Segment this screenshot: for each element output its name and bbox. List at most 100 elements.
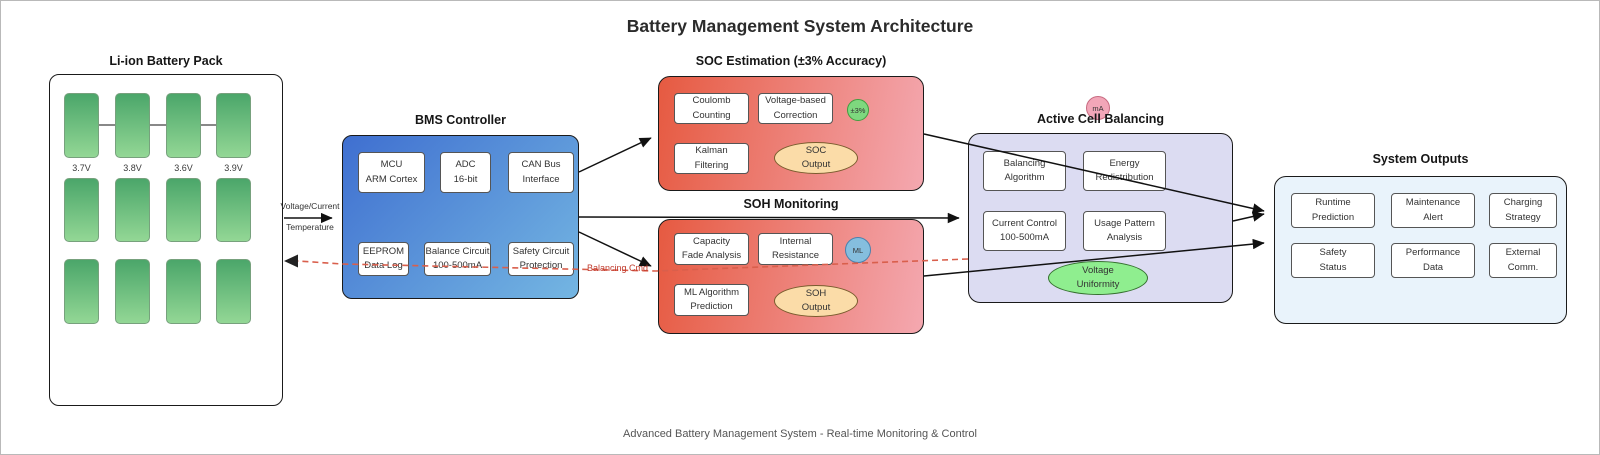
module-label: Data Log	[364, 260, 403, 271]
soh-ml-badge: ML	[845, 237, 871, 263]
battery-cell	[216, 178, 251, 242]
module-label: Voltage-based	[765, 95, 826, 107]
module-label: External	[1505, 247, 1541, 259]
acb-module-usage-pattern: Usage Pattern Analysis	[1083, 211, 1166, 251]
module-label: Internal	[779, 235, 812, 247]
battery-cell	[166, 259, 201, 324]
output-module-charging-strategy: Charging Strategy	[1489, 193, 1557, 228]
edge-bms-to-acb	[578, 212, 960, 224]
ellipse-label: Voltage	[1082, 265, 1114, 277]
battery-cell	[115, 93, 150, 158]
bms-module-eeprom: EEPROM Data Log	[358, 242, 409, 276]
footer-caption: Advanced Battery Management System - Rea…	[623, 428, 977, 440]
module-label: 16-bit	[453, 173, 478, 185]
edge-label-voltage-current: Voltage/Current	[280, 201, 340, 211]
module-label: Usage Pattern	[1094, 217, 1155, 229]
battery-pack-title: Li-ion Battery Pack	[109, 54, 223, 68]
output-module-safety-status: Safety Status	[1291, 243, 1375, 278]
module-label: Protection	[519, 260, 563, 271]
battery-cell	[115, 178, 150, 242]
module-label: 100-500mA	[432, 260, 483, 271]
ellipse-label: Uniformity	[1076, 279, 1120, 290]
module-label: Charging	[1503, 197, 1543, 209]
bms-module-adc: ADC 16-bit	[440, 152, 491, 193]
ellipse-label: SOC	[805, 145, 827, 157]
soc-title: SOC Estimation (±3% Accuracy)	[695, 54, 887, 68]
soh-module-internal-resistance: Internal Resistance	[758, 233, 833, 265]
module-label: Status	[1319, 261, 1347, 273]
bms-title: BMS Controller	[415, 113, 506, 127]
module-label: Runtime	[1315, 197, 1351, 209]
bms-module-safety-circuit: Safety Circuit Protection	[508, 242, 574, 276]
module-label: Interface	[522, 173, 560, 185]
outputs-title: System Outputs	[1372, 152, 1469, 166]
cell-voltage-label: 3.8V	[123, 163, 142, 173]
module-label: Filtering	[694, 159, 729, 171]
cell-voltage-label: 3.9V	[224, 163, 243, 173]
soc-module-voltage-correction: Voltage-based Correction	[758, 93, 833, 124]
module-label: Kalman	[695, 145, 728, 157]
cell-voltage-label: 3.7V	[72, 163, 91, 173]
battery-cell	[64, 259, 99, 324]
module-label: Capacity	[693, 235, 730, 247]
battery-cell	[166, 178, 201, 242]
bms-module-canbus: CAN Bus Interface	[508, 152, 574, 193]
edge-label-temperature: Temperature	[286, 222, 334, 232]
module-label: Data	[1422, 261, 1444, 273]
module-label: Correction	[773, 109, 818, 121]
module-label: EEPROM	[362, 245, 405, 257]
module-label: CAN Bus	[521, 159, 561, 171]
module-label: Balance Circuit	[425, 245, 490, 257]
module-label: 100-500mA	[999, 232, 1050, 243]
edge-label-balancing-cmd: Balancing Cmd	[587, 263, 649, 273]
balancing-cmd-arrowhead	[284, 254, 298, 268]
soh-title: SOH Monitoring	[743, 197, 839, 211]
soc-module-kalman-filtering: Kalman Filtering	[674, 143, 749, 174]
battery-cell	[64, 93, 99, 158]
module-label: Counting	[692, 109, 731, 121]
acb-module-energy-redistribution: Energy Redistribution	[1083, 151, 1166, 191]
module-label: Coulomb	[692, 95, 731, 107]
module-label: Algorithm	[1004, 172, 1045, 183]
acb-title: Active Cell Balancing	[1036, 112, 1165, 126]
ellipse-label: Output	[801, 302, 831, 313]
module-label: ADC	[455, 159, 476, 171]
acb-module-current-control: Current Control 100-500mA	[983, 211, 1066, 251]
edge-bms-to-soc	[578, 137, 652, 173]
acb-module-balancing-algorithm: Balancing Algorithm	[983, 151, 1066, 191]
module-label: Performance	[1405, 247, 1461, 259]
module-label: MCU	[380, 159, 403, 171]
soc-module-coulomb-counting: Coulomb Counting	[674, 93, 749, 124]
output-module-performance-data: Performance Data	[1391, 243, 1475, 278]
soh-output-ellipse: SOH Output	[774, 285, 858, 317]
acb-voltage-uniformity-ellipse: Voltage Uniformity	[1048, 261, 1148, 295]
module-label: Comm.	[1507, 261, 1539, 273]
battery-cell	[216, 93, 251, 158]
battery-cell	[216, 259, 251, 324]
acb-ma-badge: mA	[1086, 96, 1110, 120]
module-label: Prediction	[690, 301, 733, 312]
module-label: Current Control	[992, 217, 1057, 229]
module-label: Safety Circuit	[512, 245, 570, 257]
edge-acb-to-outputs	[1232, 211, 1265, 222]
output-module-runtime-prediction: Runtime Prediction	[1291, 193, 1375, 228]
module-label: Balancing	[1003, 157, 1046, 169]
soc-accuracy-badge: ±3%	[847, 99, 869, 121]
cell-voltage-label: 3.6V	[174, 163, 193, 173]
module-label: Resistance	[772, 250, 819, 261]
battery-cell	[115, 259, 150, 324]
soh-module-ml-prediction: ML Algorithm Prediction	[674, 284, 749, 316]
bms-module-mcu: MCU ARM Cortex	[358, 152, 425, 193]
module-label: Analysis	[1106, 232, 1143, 243]
module-label: Redistribution	[1095, 172, 1154, 183]
module-label: Energy	[1109, 157, 1140, 169]
module-label: Fade Analysis	[681, 250, 742, 261]
module-label: ML Algorithm	[683, 286, 740, 298]
output-module-maintenance-alert: Maintenance Alert	[1391, 193, 1475, 228]
ellipse-label: SOH	[805, 288, 827, 300]
page-title: Battery Management System Architecture	[626, 16, 974, 36]
bms-module-balance-circuit: Balance Circuit 100-500mA	[424, 242, 491, 276]
soc-output-ellipse: SOC Output	[774, 142, 858, 174]
edge-bms-to-soh	[578, 231, 652, 267]
ellipse-label: Output	[801, 159, 831, 170]
